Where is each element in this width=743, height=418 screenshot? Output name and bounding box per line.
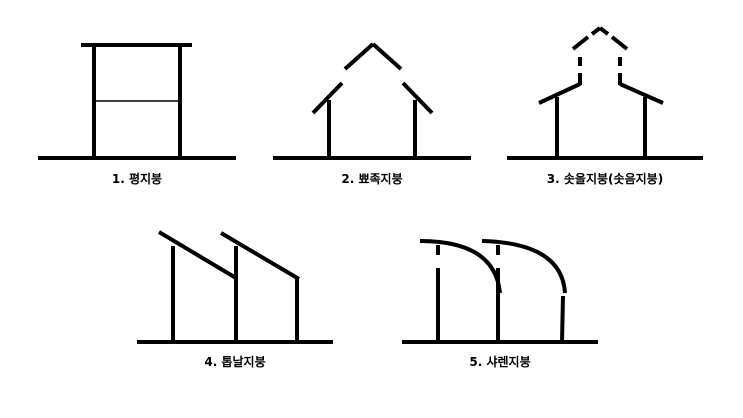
gable-roof-caption: 2. 뾰족지붕 [341, 172, 403, 186]
shell-roof-right-column [560, 295, 565, 343]
monitor-roof-caption: 3. 솟을지붕(솟음지붕) [546, 172, 664, 186]
monitor-roof-figure [507, 26, 703, 160]
gable-roof-right-lower-rafter [401, 81, 434, 115]
gable-roof-figure [273, 42, 471, 160]
monitor-roof-right-top-rafter-upper [598, 26, 610, 36]
flat-roof-caption: 1. 평지붕 [111, 172, 163, 186]
monitor-roof-right-top-rafter-lower [610, 35, 629, 51]
shell-roof-caption: 5. 샤렌지붕 [469, 355, 531, 369]
shell-roof-first-arch [419, 239, 502, 294]
monitor-roof-left-top-rafter-upper [590, 26, 602, 36]
monitor-roof-right-lower-slope [619, 82, 664, 105]
flat-roof-figure [38, 43, 236, 160]
monitor-roof-left-lower-slope [538, 82, 581, 105]
gable-roof-left-upper-rafter [343, 42, 375, 71]
sawtooth-roof-second-slope [219, 231, 301, 281]
shell-roof-second-arch [481, 239, 567, 294]
monitor-roof-left-top-rafter-lower [571, 35, 590, 51]
shell-roof-figure [402, 239, 598, 344]
gable-roof-left-lower-rafter [311, 81, 344, 115]
sawtooth-roof-caption: 4. 톱날지붕 [204, 355, 266, 369]
sawtooth-roof-figure [137, 230, 333, 344]
gable-roof-right-upper-rafter [371, 42, 403, 71]
sawtooth-roof-first-slope [157, 230, 238, 280]
